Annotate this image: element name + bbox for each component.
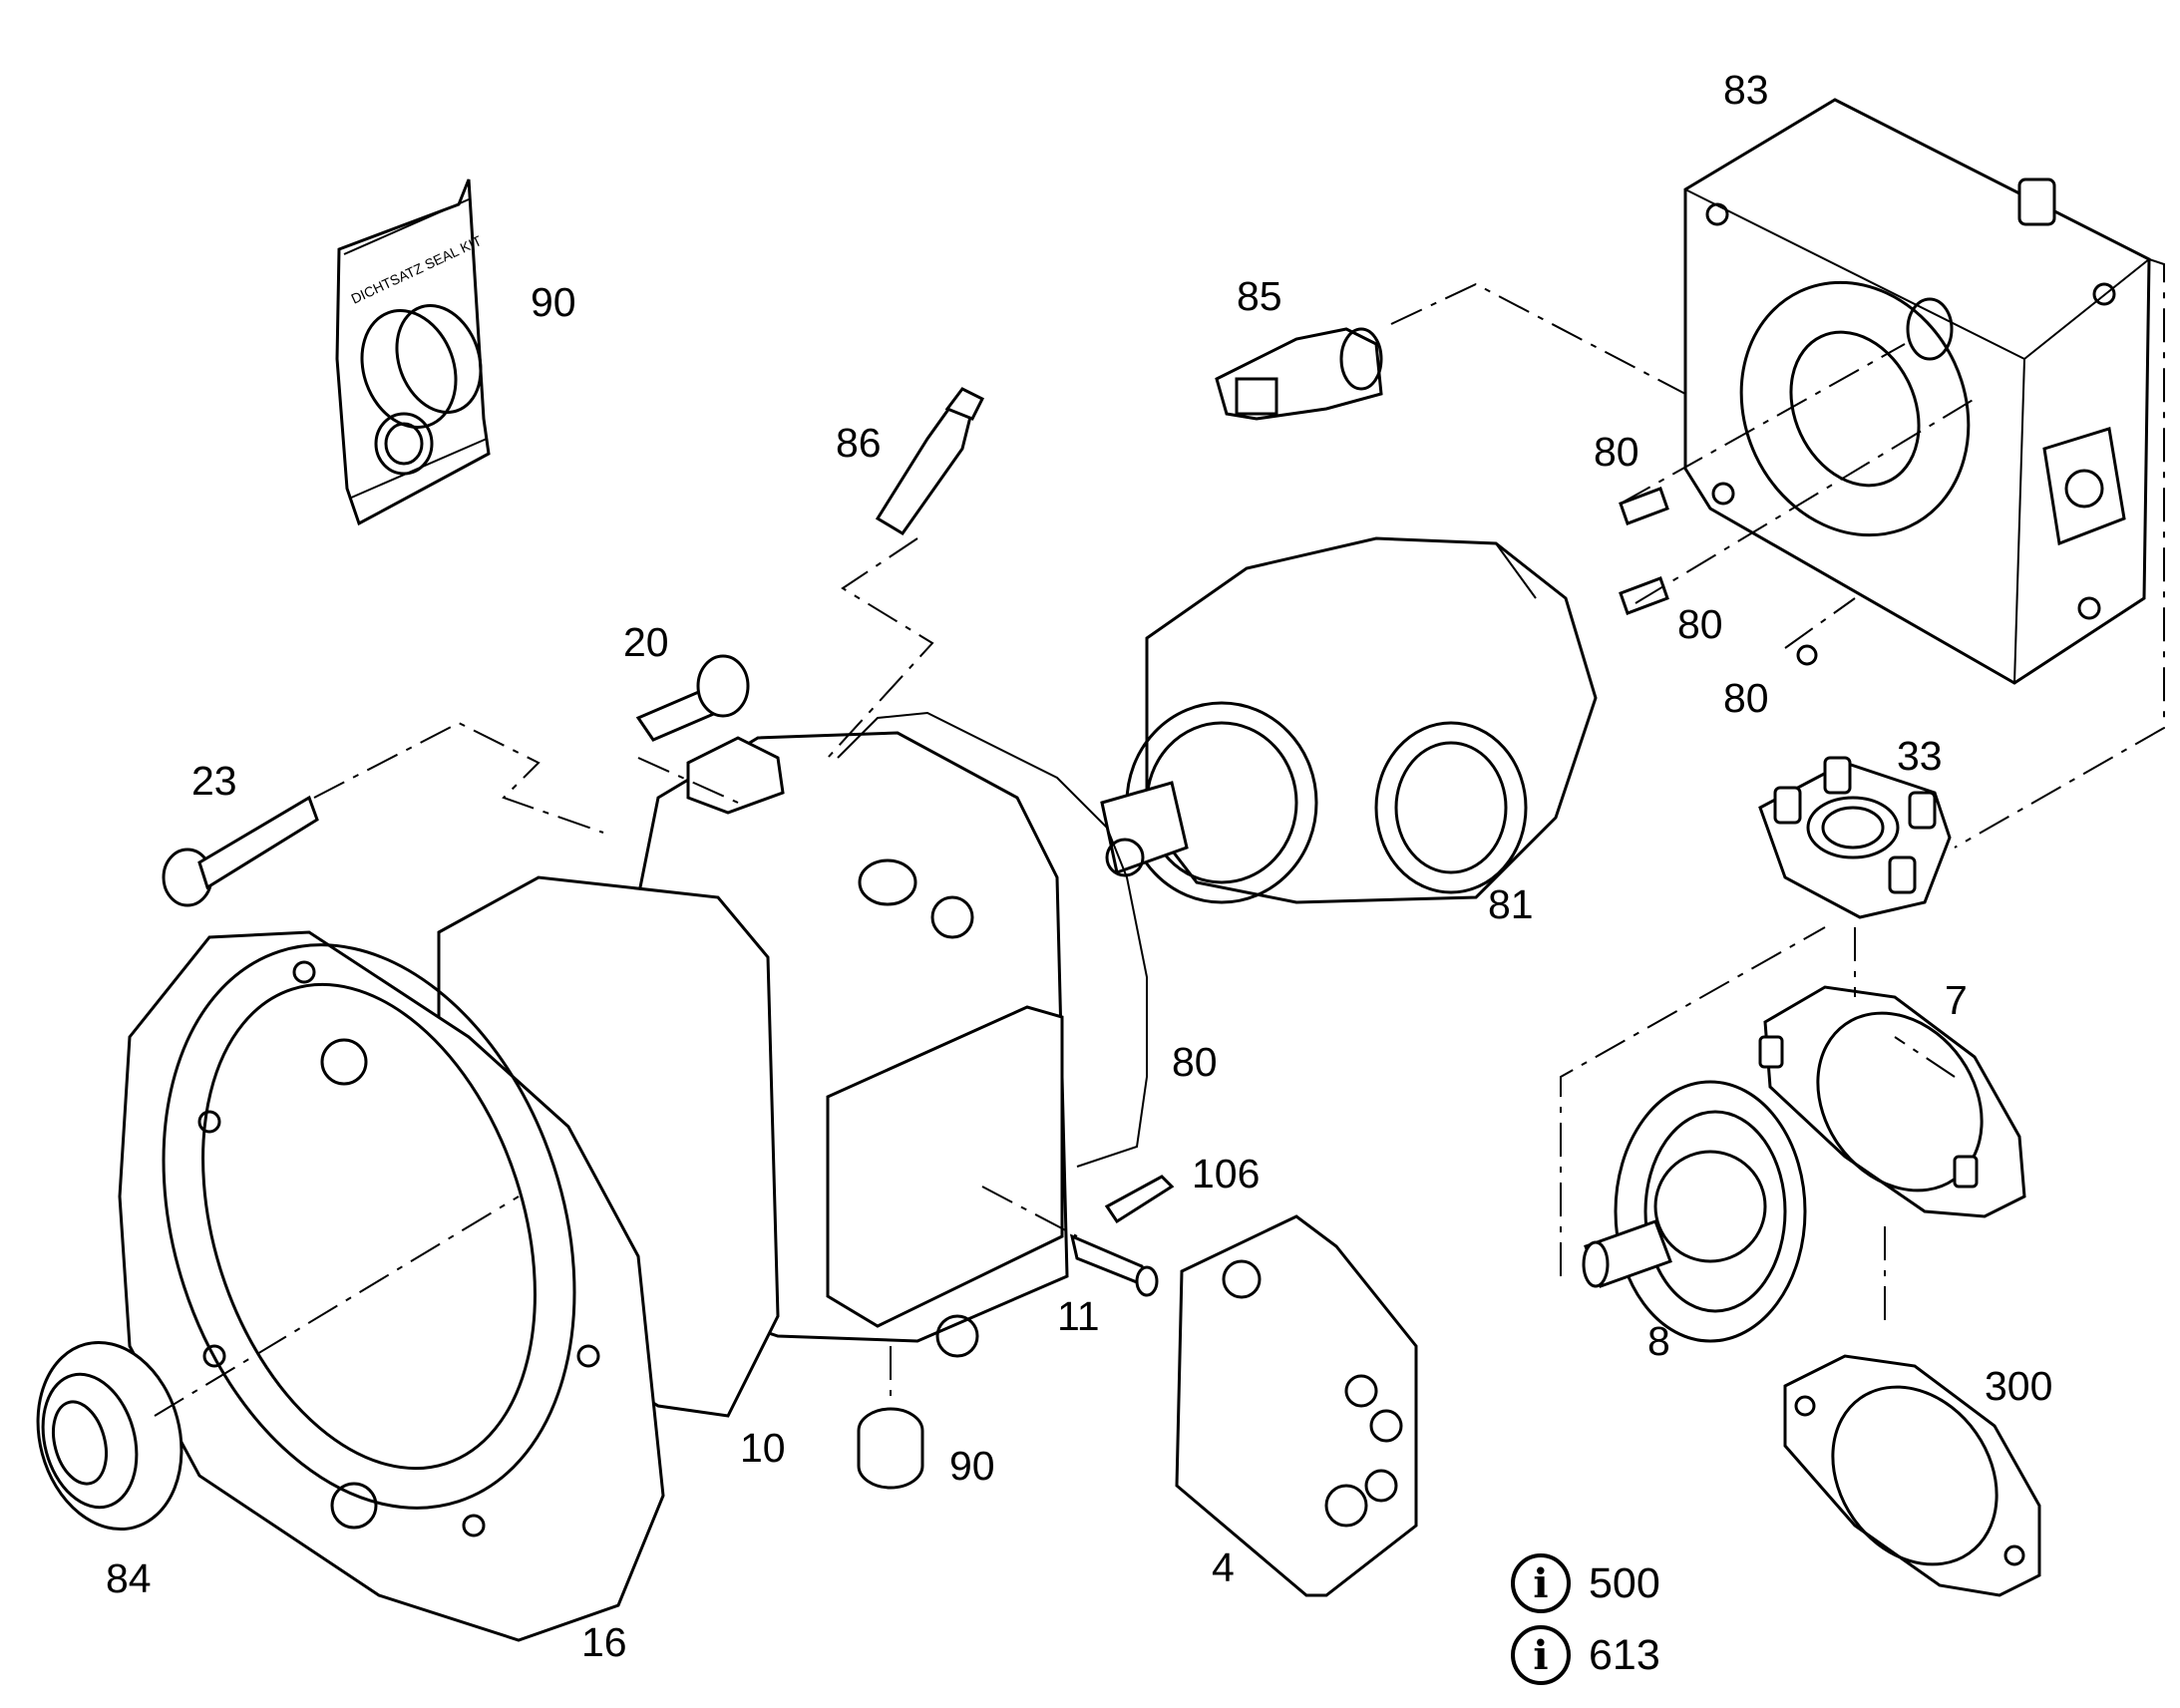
control-valve-4	[1175, 1214, 1418, 1597]
plug-pin-86	[875, 387, 985, 536]
callout-80-a: 80	[1594, 429, 1639, 475]
info-ref-number: 613	[1589, 1630, 1660, 1679]
callout-20: 20	[623, 619, 669, 665]
callout-16: 16	[581, 1619, 627, 1665]
callout-106: 106	[1192, 1151, 1261, 1196]
callout-300: 300	[1985, 1363, 2053, 1409]
shaft-seal-84	[36, 1340, 183, 1532]
callout-10: 10	[740, 1425, 786, 1471]
rear-housing-83	[1683, 98, 2151, 685]
aux-pump-81	[1100, 536, 1598, 904]
callout-4: 4	[1212, 1544, 1235, 1590]
gear-pump-8	[1582, 1080, 1807, 1343]
flange-33	[1758, 756, 1952, 919]
orifice-106	[1104, 1175, 1175, 1224]
callout-83: 83	[1723, 67, 1769, 113]
info-ref-500[interactable]: i 500	[1511, 1553, 1660, 1613]
callout-86: 86	[836, 420, 882, 466]
seal-kit-bag: DICHTSATZ SEAL KIT	[335, 178, 491, 526]
callout-80-b: 80	[1677, 601, 1723, 647]
gasket-7	[1758, 985, 2026, 1218]
pins-80	[1619, 487, 1818, 666]
info-icon[interactable]: i	[1511, 1625, 1571, 1685]
callout-33: 33	[1897, 733, 1943, 779]
callout-84: 84	[106, 1555, 152, 1601]
info-icon[interactable]: i	[1511, 1553, 1571, 1613]
callout-11: 11	[1057, 1293, 1100, 1339]
info-ref-number: 500	[1589, 1558, 1660, 1607]
gasket-300	[1783, 1354, 2041, 1597]
screw-23	[162, 795, 319, 907]
info-ref-613[interactable]: i 613	[1511, 1625, 1660, 1685]
callout-8: 8	[1647, 1318, 1670, 1364]
callout-90-plug: 90	[949, 1443, 995, 1489]
screw-20	[635, 654, 750, 742]
screw-11	[1069, 1233, 1159, 1297]
callout-23: 23	[191, 758, 237, 804]
callout-80-d: 80	[1172, 1039, 1218, 1085]
assembly-axes	[154, 258, 2165, 1417]
callout-80-c: 80	[1723, 675, 1769, 721]
callout-81: 81	[1488, 881, 1534, 927]
callout-7: 7	[1945, 977, 1968, 1023]
plug-90	[857, 1407, 924, 1490]
callout-90-seal-kit: 90	[531, 279, 576, 325]
o-ring-80	[837, 711, 1148, 1168]
callout-85: 85	[1237, 273, 1282, 319]
solenoid-85	[1215, 327, 1383, 421]
